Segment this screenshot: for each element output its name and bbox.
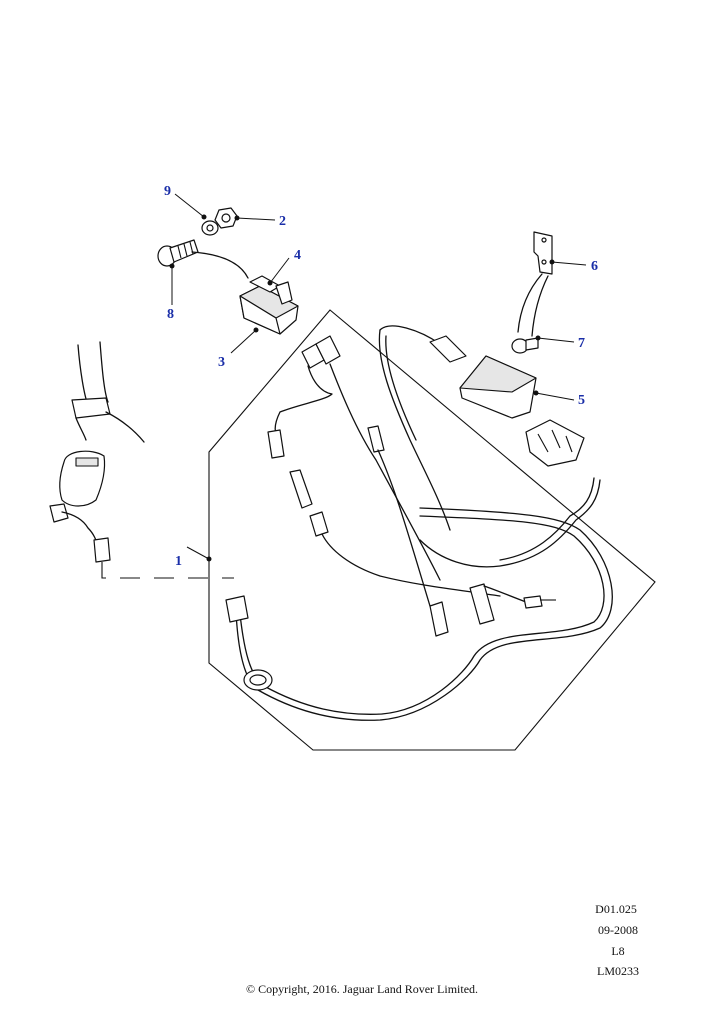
drawing-reference: D01.025 <box>595 902 637 916</box>
buckle-link-dashed-line <box>101 562 234 579</box>
sensor-bracket-part-6 <box>517 231 553 337</box>
callout-2: 2 <box>279 214 286 229</box>
callout-9: 9 <box>164 184 171 199</box>
control-module-part-5 <box>459 355 537 419</box>
leader-lines <box>169 193 587 562</box>
copyright-notice: © Copyright, 2016. Jaguar Land Rover Lim… <box>245 982 479 996</box>
washer-part-9 <box>201 220 219 236</box>
drawing-date: 09-2008 <box>598 923 638 937</box>
bracket-part-4 <box>249 275 293 305</box>
callout-8: 8 <box>167 307 174 322</box>
callout-4: 4 <box>294 248 301 263</box>
callout-3: 3 <box>218 355 225 370</box>
callout-1: 1 <box>175 554 182 569</box>
screw-part-7 <box>511 337 539 354</box>
model-code: L8 <box>611 944 625 958</box>
illustration-id: LM0233 <box>597 964 639 978</box>
bolt-wire <box>191 251 249 279</box>
callout-6: 6 <box>591 259 598 274</box>
callout-7: 7 <box>578 336 585 351</box>
callout-5: 5 <box>578 393 585 408</box>
control-module-part-3 <box>239 285 299 335</box>
harness-group-outline <box>208 309 656 751</box>
nut-part-2 <box>214 207 238 229</box>
bolt-part-8 <box>157 239 199 267</box>
seat-belt-buckle-illustration <box>49 341 145 563</box>
wiring-harness-part-1 <box>225 325 613 721</box>
